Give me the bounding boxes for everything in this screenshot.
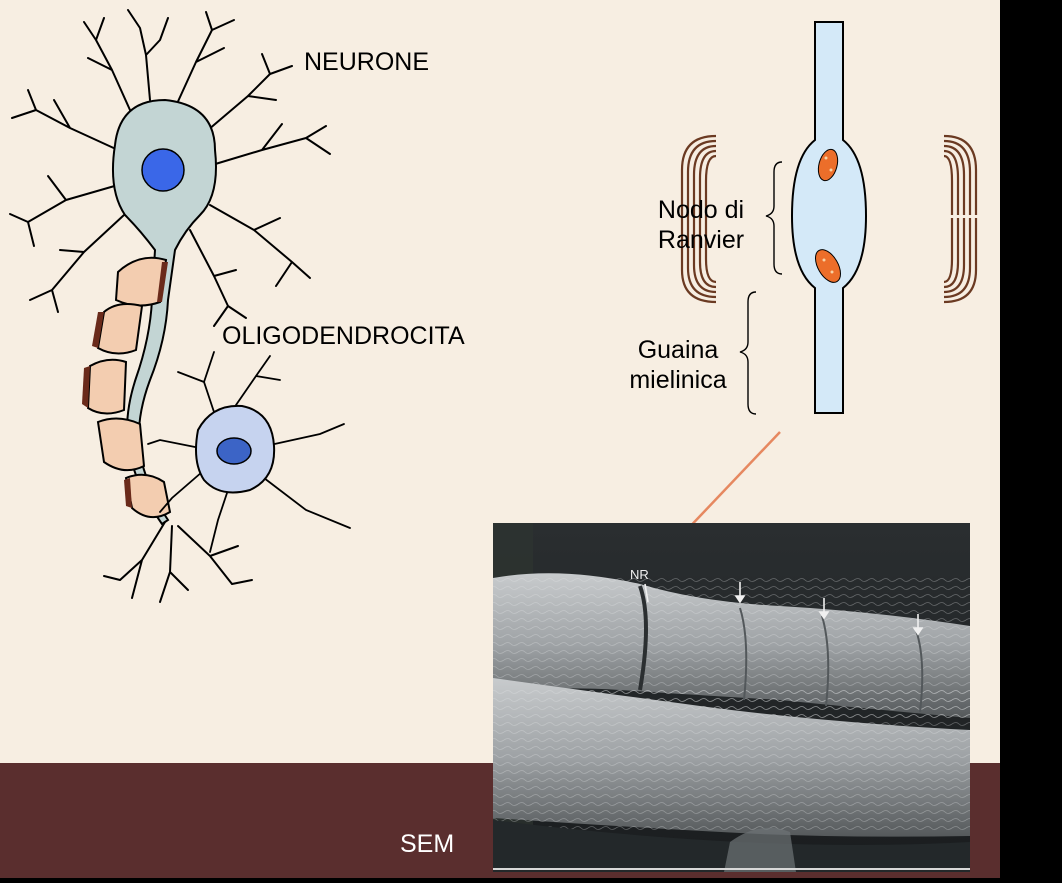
label-nr: NR [630,567,649,582]
axon-terminal-branches [103,521,253,603]
label-neurone: NEURONE [304,48,430,76]
oligodendrocyte [147,351,351,553]
neuron-nucleus [141,148,185,192]
oligodendrocyte-nucleus [216,437,252,465]
myelin-segments [86,256,172,519]
lamellae-gap [946,215,978,218]
neuron-dendrites [9,9,331,327]
label-nodo-line2: Ranvier [657,226,745,254]
sem-micrograph [493,523,970,872]
label-oligodendrocita: OLIGODENDROCITA [222,322,465,350]
mitochondrion-top [817,148,839,182]
label-nodo-di-ranvier: Nodo di Ranvier [640,195,762,255]
ranvier-diagram [680,21,978,415]
side-band [1000,0,1062,878]
label-guaina-mielinica: Guaina mielinica [614,335,742,395]
label-nodo-line1: Nodo di [657,196,745,224]
axon-node [790,21,868,414]
sem-markers [644,582,924,636]
label-sem: SEM [400,830,455,858]
guaina-brace [739,291,757,415]
label-guaina-line1: Guaina [637,336,719,364]
myelin-lamellae-left [680,134,717,304]
nodo-brace [765,161,783,275]
oligodendrocyte-processes [147,351,351,553]
myelin-lamellae-right [943,134,978,304]
label-guaina-line2: mielinica [629,366,727,394]
mitochondrion-bottom [815,249,841,283]
myelin-dark-edges [82,262,168,508]
